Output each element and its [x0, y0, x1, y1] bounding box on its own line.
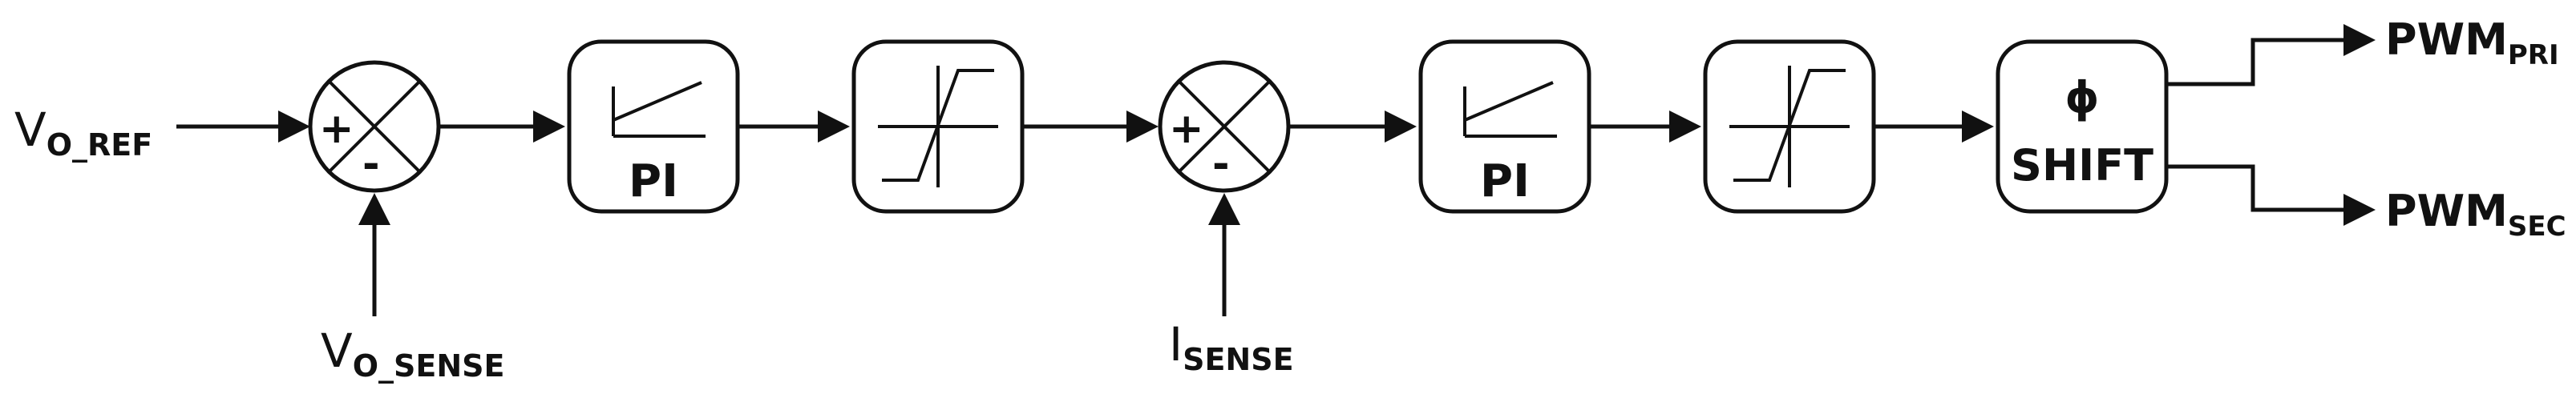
pwm-sec-label: PWMSEC [2385, 186, 2566, 243]
shift-label: SHIFT [2011, 140, 2153, 191]
pi-controller-block-1: PI [567, 39, 740, 214]
saturation-limiter-block-2 [1703, 39, 1876, 214]
summing-junction-2: + - [1158, 60, 1291, 193]
sum2-minus-sign: - [1212, 140, 1230, 188]
pi2-label: PI [1480, 155, 1530, 207]
pi1-label: PI [629, 155, 678, 207]
phi-symbol: ϕ [2064, 72, 2099, 123]
vo-ref-label: VO_REF [14, 103, 152, 163]
sum1-plus-sign: + [319, 105, 354, 153]
pwm-pri-arrow [2166, 24, 2376, 86]
pi-controller-block-2: PI [1418, 39, 1591, 214]
saturation-limiter-block-1 [851, 39, 1025, 214]
phase-shift-block: ϕ SHIFT [1996, 39, 2169, 214]
i-sense-label: ISENSE [1169, 317, 1294, 377]
pwm-pri-label: PWMPRI [2385, 14, 2559, 71]
sum2-plus-sign: + [1169, 105, 1204, 153]
pwm-sec-arrow [2166, 164, 2376, 226]
summing-junction-1: + - [308, 60, 441, 193]
sum1-minus-sign: - [362, 140, 380, 188]
vo-sense-label: VO_SENSE [321, 324, 504, 384]
